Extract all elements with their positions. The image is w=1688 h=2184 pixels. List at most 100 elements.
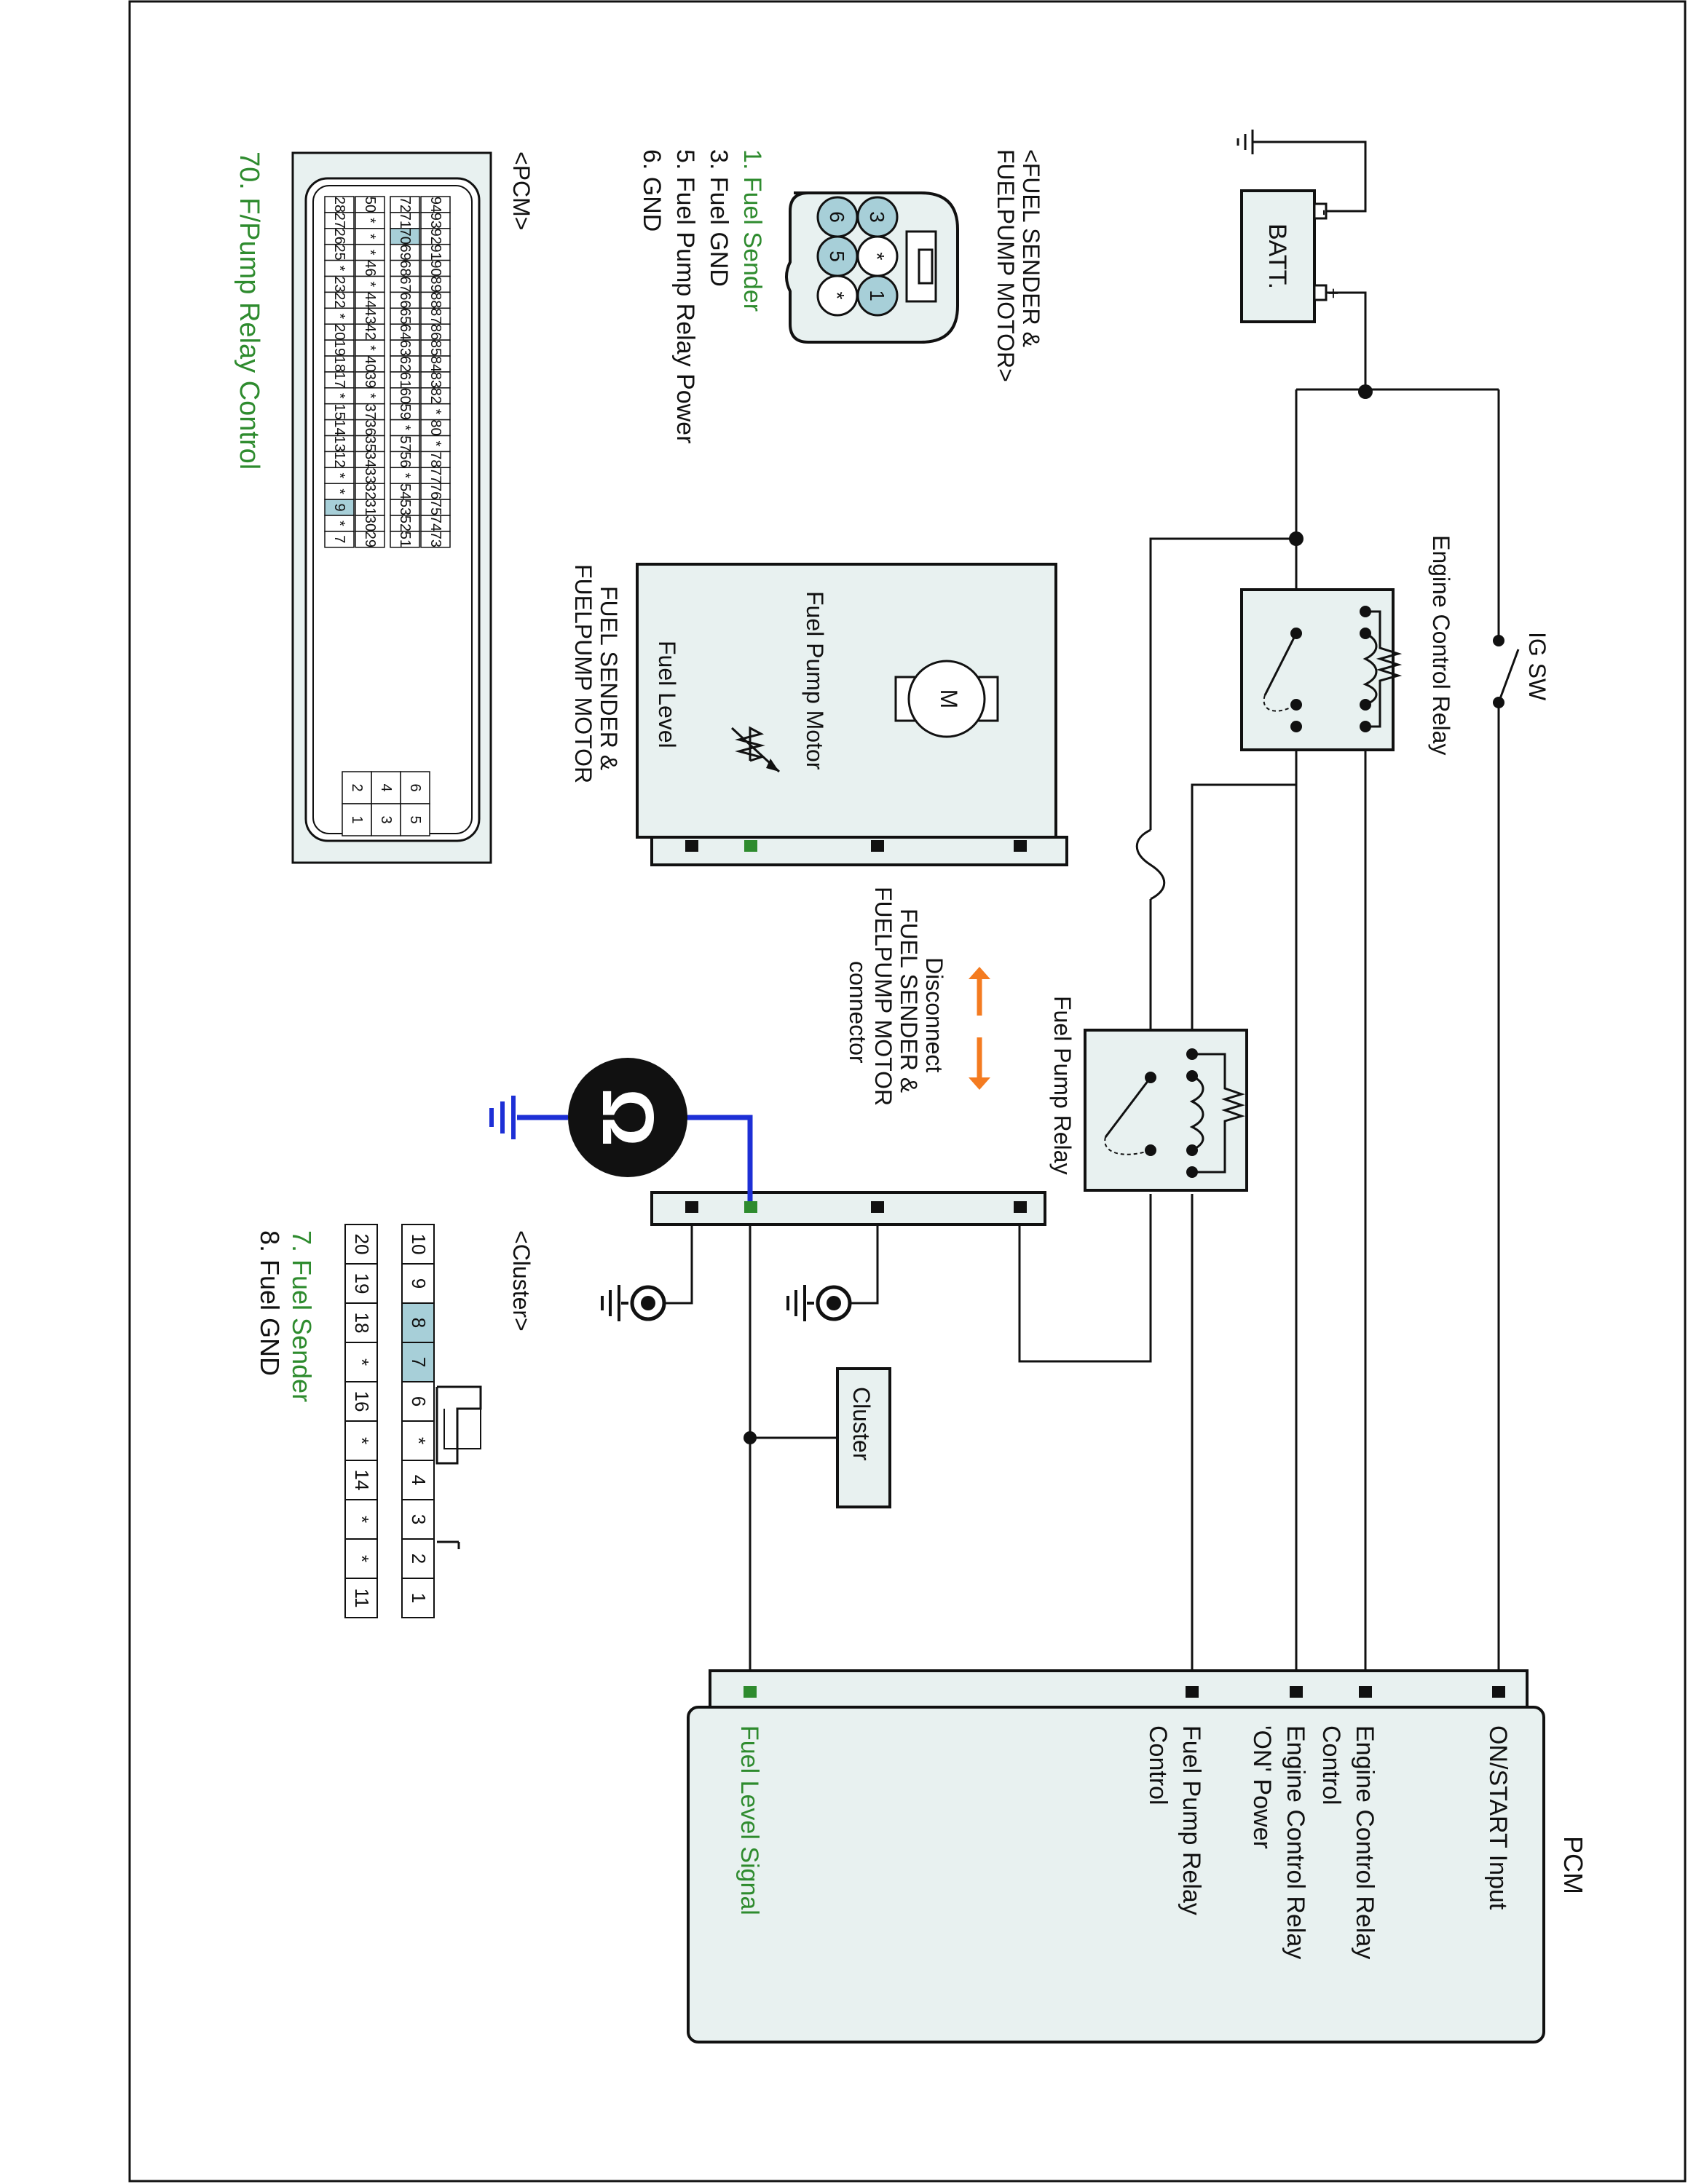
pcm-pin-number: * — [397, 472, 413, 478]
motor-icon — [907, 660, 986, 738]
pcm-pin-number: * — [362, 282, 378, 288]
cluster-pin-number: * — [351, 1516, 373, 1523]
page-frame — [128, 0, 1687, 2183]
pcm-pin-number: * — [331, 472, 347, 478]
pin-number: * — [826, 292, 848, 300]
pcm-pin-label: Engine Control Relay — [1351, 1725, 1379, 1959]
pcm-pin-number: 90 — [427, 260, 443, 276]
connector-pin — [816, 274, 859, 317]
pcm-pin-number: * — [427, 441, 443, 447]
pcm-pin-number: 37 — [362, 404, 378, 420]
pcm-pin-number: 12 — [331, 451, 347, 467]
pcm-pin-number: 4 — [378, 783, 394, 791]
pcm-pin-number: 92 — [427, 229, 443, 245]
pcm-pin-number: 54 — [397, 483, 413, 499]
fuel-sender-module: M Fuel Pump Motor Fuel Level FUEL SENDER… — [570, 563, 1068, 866]
pcm-pin-number: 94 — [427, 197, 443, 213]
pcm-pin-number: 27 — [331, 213, 347, 229]
pcm-pin-number: 3 — [378, 815, 394, 823]
cluster-pin-cell — [401, 1302, 435, 1343]
cluster-pin-cell — [344, 1499, 378, 1540]
pcm-pin-cell — [342, 803, 372, 836]
pcm-pin-number: 77 — [427, 467, 443, 483]
pin-number: * — [866, 253, 888, 261]
pcm-pin-cell — [371, 803, 401, 836]
ecr-label: Engine Control Relay — [1428, 535, 1454, 755]
pcm-box — [687, 1706, 1545, 2043]
pcm-pin-number: 46 — [362, 260, 378, 276]
pcm-pin-number: 34 — [362, 451, 378, 467]
pcm-pin-number: 9 — [331, 503, 347, 511]
module-title-line1: FUEL SENDER & — [596, 586, 622, 770]
pcm-pin-number: * — [331, 313, 347, 319]
pcm-pin-number: 75 — [427, 499, 443, 515]
pcm-pin-number: 26 — [331, 229, 347, 245]
pcm-pin-number: 42 — [362, 324, 378, 340]
pcm-pin-number: 67 — [397, 276, 413, 292]
cluster-label: Cluster — [848, 1387, 875, 1461]
pcm-connector: <PCM> 94939291908988878685848382*80*7877… — [234, 151, 535, 864]
cluster-pin-cell — [344, 1263, 378, 1304]
legend-item: 7. Fuel Sender — [287, 1230, 317, 1402]
cluster-pin-cell — [401, 1342, 435, 1382]
pcm-pin-number: 65 — [397, 308, 413, 324]
pcm-pin-number: 1 — [349, 815, 365, 823]
pcm-pin-number: 68 — [397, 260, 413, 276]
pcm-pin-number: 14 — [331, 419, 347, 435]
pcm-pin-number: 29 — [362, 531, 378, 547]
pcm-pin-number: 22 — [331, 292, 347, 308]
pcm-pin-number: 50 — [362, 197, 378, 213]
pcm-pin-label: Fuel Level Signal — [735, 1725, 763, 1915]
pcm-pin-number: * — [362, 345, 378, 351]
battery-label: BATT. — [1263, 223, 1291, 289]
cluster-connector-title: <Cluster> — [508, 1230, 535, 1332]
cluster-pin-cell — [344, 1224, 378, 1265]
pcm-pin-label: Engine Control Relay — [1282, 1725, 1309, 1959]
pcm-pin-number: * — [362, 218, 378, 223]
pcm-title: PCM — [1558, 1836, 1588, 1894]
pcm-pin-number: 60 — [397, 388, 413, 404]
pcm-pin-number: 40 — [362, 356, 378, 372]
battery-neg-symbol: - — [1314, 210, 1336, 216]
pcm-pin-number: 51 — [397, 531, 413, 547]
pcm-pin-cell — [355, 531, 385, 548]
pcm-pin-number: 15 — [331, 404, 347, 420]
ohmmeter-icon — [568, 1058, 687, 1177]
pcm-pin-number: 80 — [427, 419, 443, 435]
pcm-pin-cell — [420, 531, 451, 548]
pcm-pin-number: 72 — [397, 197, 413, 213]
pcm-pin-number: 13 — [331, 435, 347, 451]
cluster-pin-number: 9 — [408, 1278, 430, 1289]
pcm-pin-label: Control — [1144, 1725, 1172, 1805]
cluster-pin-cell — [401, 1263, 435, 1304]
cluster-pin-number: * — [351, 1555, 373, 1562]
pcm-pin-number: 89 — [427, 276, 443, 292]
fpr-label: Fuel Pump Relay — [1049, 996, 1076, 1174]
ig-sw-label: IG SW — [1524, 632, 1550, 701]
ig-switch: IG SW — [1493, 632, 1550, 708]
fs-connector-title-line1: <FUEL SENDER & — [1018, 149, 1044, 347]
ground-terminal-icon — [786, 1285, 852, 1321]
pcm-connector-legend: 70. F/Pump Relay Control — [234, 151, 264, 470]
disconnect-line1: Disconnect — [921, 957, 947, 1072]
pin-number: 3 — [866, 211, 888, 223]
pcm-pin-number: 70 — [397, 229, 413, 245]
pcm-pin-number: 7 — [331, 535, 347, 543]
pcm-pin-number: 44 — [362, 292, 378, 308]
cluster-pin-cell — [401, 1420, 435, 1461]
pcm-pin-number: 71 — [397, 213, 413, 229]
cluster-pin-number: 18 — [351, 1313, 373, 1334]
cluster-pin-cell — [344, 1460, 378, 1500]
disconnect-line2: FUEL SENDER & — [896, 909, 922, 1093]
pcm-pin-number: 69 — [397, 245, 413, 261]
pcm-pin-number: 17 — [331, 372, 347, 388]
pcm-pin-number: 2 — [349, 783, 365, 791]
cluster-pin-number: 16 — [351, 1391, 373, 1412]
cluster-pin-cell — [401, 1538, 435, 1579]
